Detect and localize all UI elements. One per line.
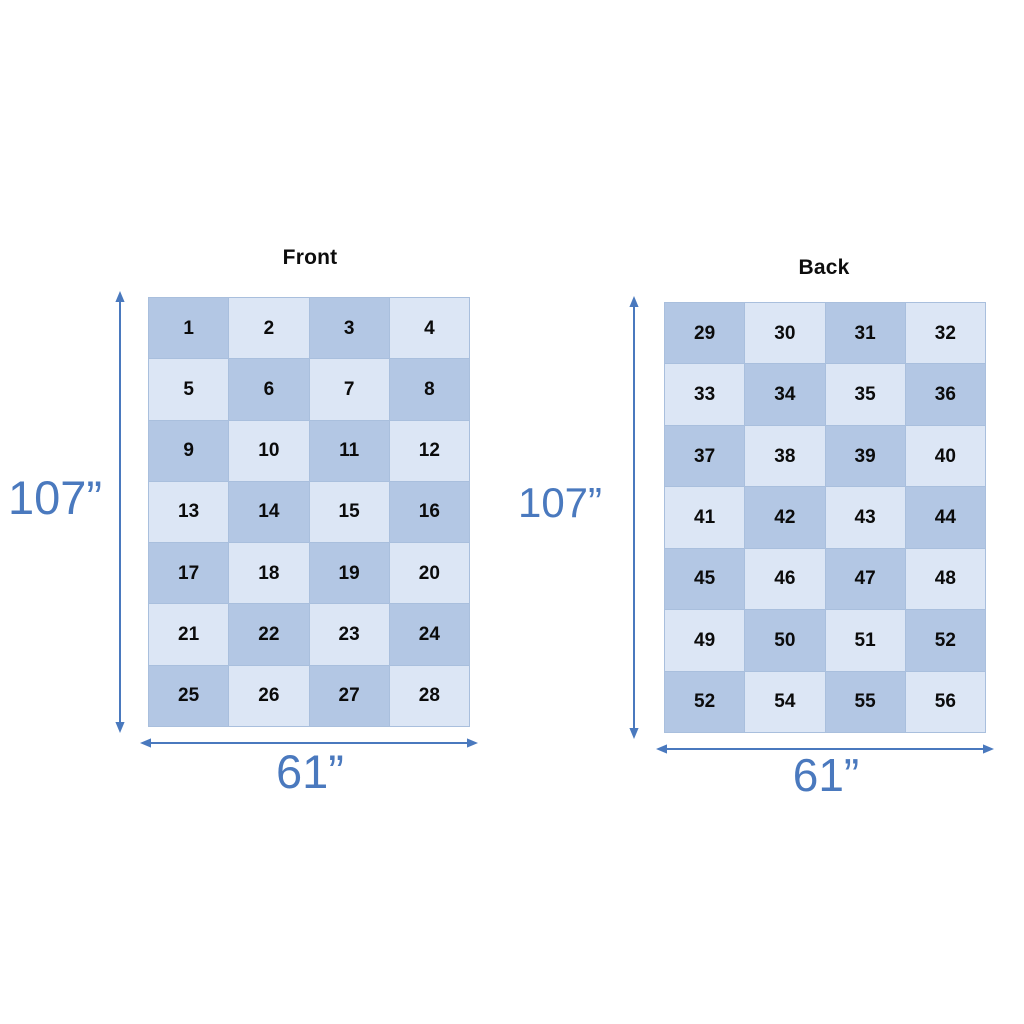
grid-cell: 34 xyxy=(745,364,825,425)
grid-cell: 49 xyxy=(665,610,745,671)
grid-cell: 44 xyxy=(905,487,985,548)
width-dimension-arrow-front xyxy=(140,735,478,751)
grid-cell: 12 xyxy=(389,420,469,481)
grid-cell: 52 xyxy=(905,610,985,671)
panel-title-front: Front xyxy=(282,246,338,269)
grid-cell: 14 xyxy=(229,481,309,543)
grid-cell: 11 xyxy=(309,420,389,481)
grid-cell: 36 xyxy=(905,364,985,425)
grid-cell: 3 xyxy=(309,298,389,359)
grid-cell: 30 xyxy=(745,303,825,364)
grid-cell: 13 xyxy=(149,481,229,543)
grid-cell: 4 xyxy=(389,298,469,359)
grid-cell: 10 xyxy=(229,420,309,481)
grid-cell: 40 xyxy=(905,425,985,487)
grid-cell: 41 xyxy=(665,487,745,548)
grid-cell: 23 xyxy=(309,604,389,665)
grid-cell: 8 xyxy=(389,359,469,420)
grid-cell: 17 xyxy=(149,543,229,604)
grid-cell: 26 xyxy=(229,665,309,726)
grid-cell: 9 xyxy=(149,420,229,481)
width-dimension-label-back: 61” xyxy=(792,749,860,801)
grid-cell: 33 xyxy=(665,364,745,425)
grid-cell: 42 xyxy=(745,487,825,548)
grid-cell: 55 xyxy=(825,671,905,732)
grid-cell: 18 xyxy=(229,543,309,604)
grid-cell: 37 xyxy=(665,425,745,487)
grid-cell: 48 xyxy=(905,548,985,610)
grid-cell: 19 xyxy=(309,543,389,604)
grid-cell: 2 xyxy=(229,298,309,359)
grid-cell: 21 xyxy=(149,604,229,665)
grid-cell: 25 xyxy=(149,665,229,726)
grid-cell: 24 xyxy=(389,604,469,665)
grid-cell: 43 xyxy=(825,487,905,548)
grid-cell: 56 xyxy=(905,671,985,732)
grid-cell: 54 xyxy=(745,671,825,732)
grid-cell: 5 xyxy=(149,359,229,420)
grid-cell: 50 xyxy=(745,610,825,671)
grid-cell: 46 xyxy=(745,548,825,610)
height-dimension-arrow-front xyxy=(112,291,128,733)
grid-cell: 7 xyxy=(309,359,389,420)
width-dimension-label-front: 61” xyxy=(276,745,344,798)
grid-cell: 35 xyxy=(825,364,905,425)
grid-cell: 20 xyxy=(389,543,469,604)
height-dimension-label-front: 107” xyxy=(7,471,103,524)
grid-cell: 15 xyxy=(309,481,389,543)
grid-cell: 29 xyxy=(665,303,745,364)
grid-cell: 51 xyxy=(825,610,905,671)
grid-cell: 27 xyxy=(309,665,389,726)
grid-cell: 22 xyxy=(229,604,309,665)
grid-cell: 32 xyxy=(905,303,985,364)
grid-cell: 39 xyxy=(825,425,905,487)
grid-cell: 52 xyxy=(665,671,745,732)
grid-cell: 28 xyxy=(389,665,469,726)
grid-cell: 31 xyxy=(825,303,905,364)
grid-cell: 38 xyxy=(745,425,825,487)
height-dimension-label-back: 107” xyxy=(517,479,603,526)
grid-cell: 45 xyxy=(665,548,745,610)
height-dimension-arrow-back xyxy=(626,296,642,739)
grid-cell: 47 xyxy=(825,548,905,610)
grid-cell: 6 xyxy=(229,359,309,420)
width-dimension-arrow-back xyxy=(656,741,994,757)
panel-title-back: Back xyxy=(798,256,850,279)
grid-cell: 1 xyxy=(149,298,229,359)
grid-cell: 16 xyxy=(389,481,469,543)
